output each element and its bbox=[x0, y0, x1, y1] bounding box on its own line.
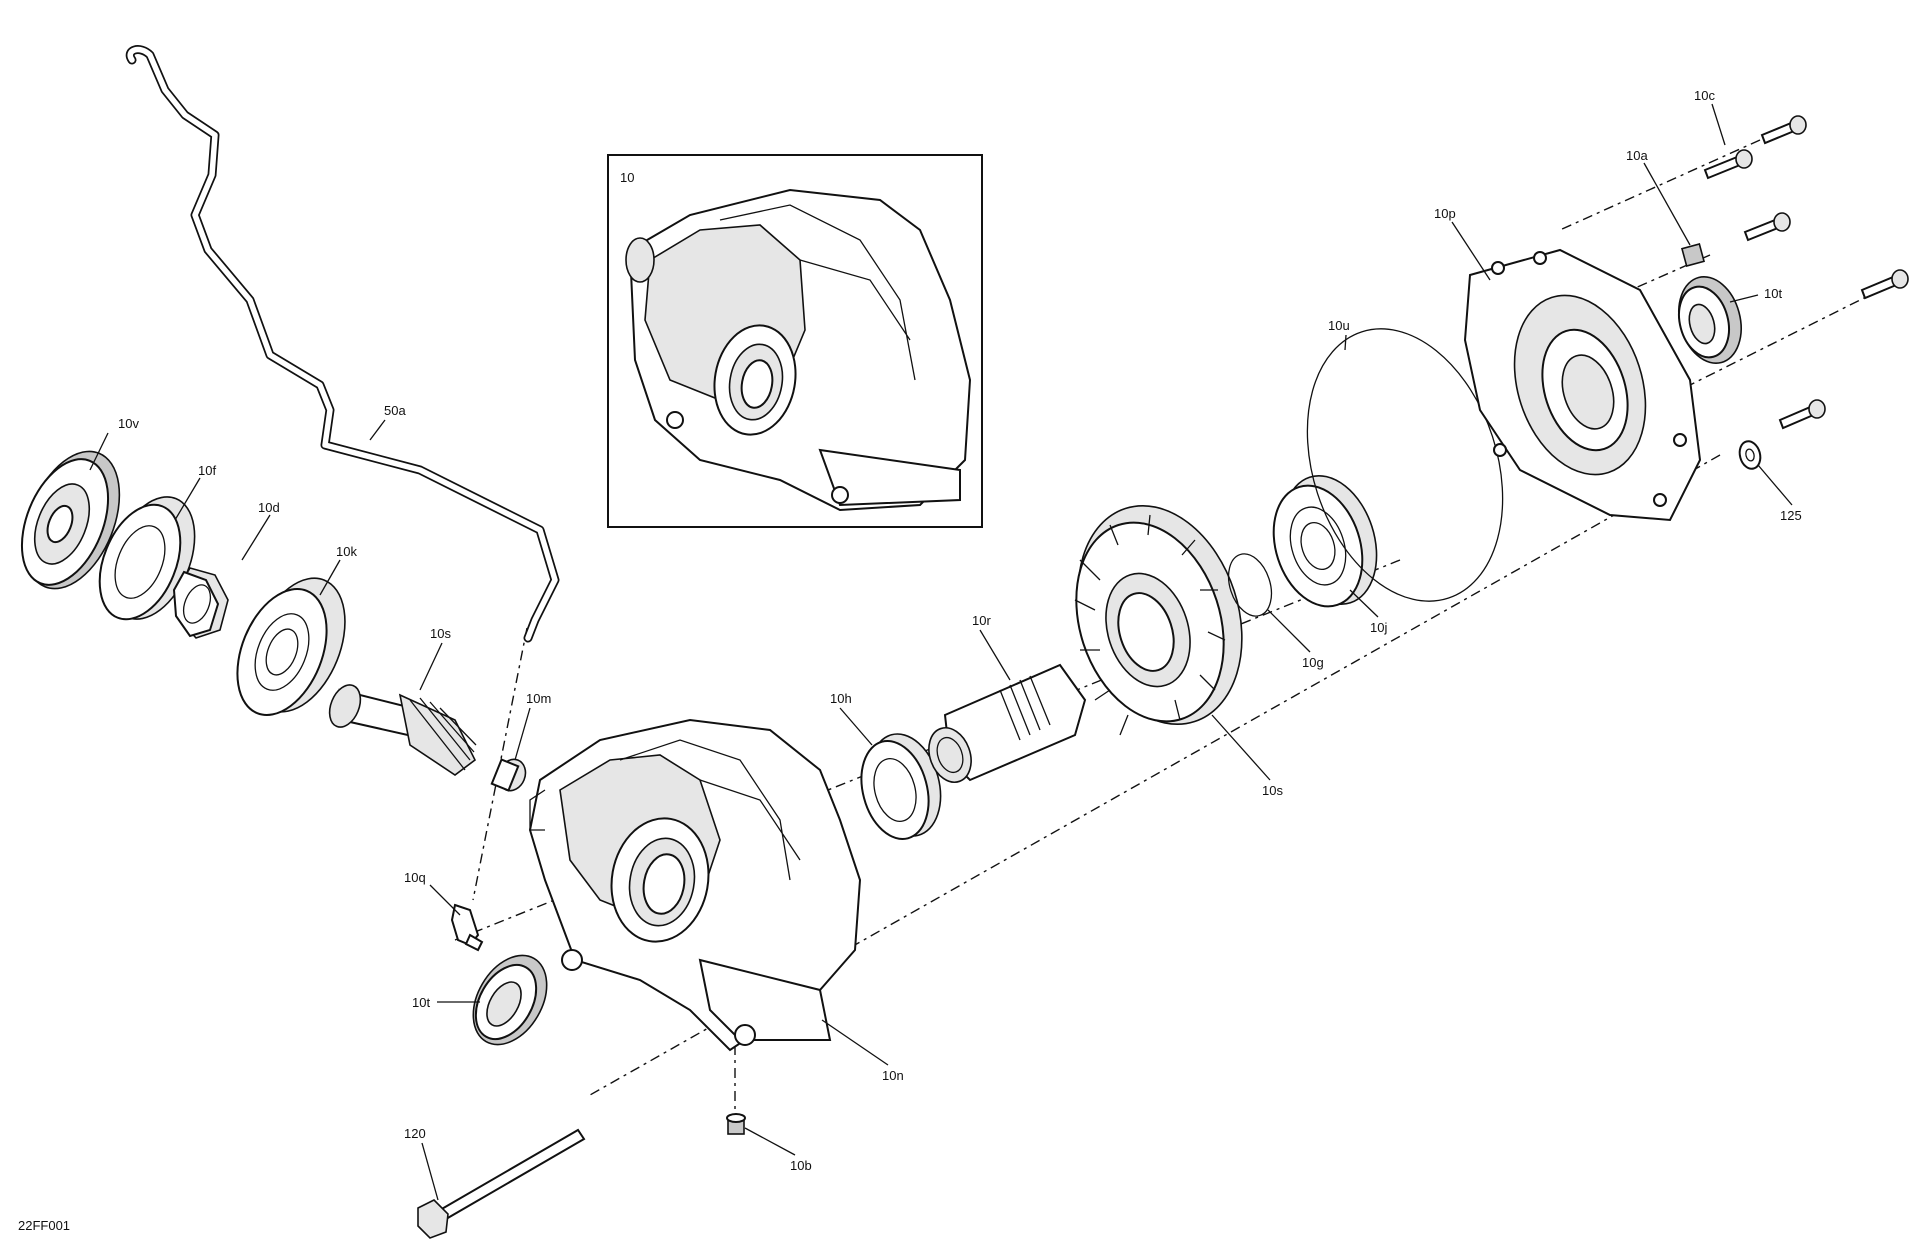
callout-10a: 10a bbox=[1626, 148, 1648, 163]
callout-125: 125 bbox=[1780, 508, 1802, 523]
callout-labels: 10c 10a 10p 10t 10u 125 10j 10g 10s 10r … bbox=[118, 88, 1802, 1173]
bolt-axis-top bbox=[1559, 139, 1761, 231]
callout-10v: 10v bbox=[118, 416, 139, 431]
bearing-10h bbox=[860, 733, 942, 841]
bolt-axis-right bbox=[1639, 279, 1901, 411]
callout-10t-top: 10t bbox=[1764, 286, 1782, 301]
callout-10u: 10u bbox=[1328, 318, 1350, 333]
inset-label: 10 bbox=[620, 170, 634, 185]
pinion-gear-10s bbox=[328, 684, 477, 776]
castle-nut-10f bbox=[98, 496, 196, 621]
callout-10h: 10h bbox=[830, 691, 852, 706]
washer-125 bbox=[1738, 440, 1762, 470]
spline-shaft-10r bbox=[928, 663, 1087, 783]
callout-10j: 10j bbox=[1370, 620, 1387, 635]
callout-50a: 50a bbox=[384, 403, 406, 418]
long-bolt-120 bbox=[417, 1128, 586, 1239]
main-housing-10n bbox=[528, 718, 862, 1052]
cover-10p bbox=[1463, 248, 1702, 522]
vent-hose bbox=[125, 45, 560, 643]
main-axis-line bbox=[454, 559, 1401, 941]
inset-panel: 10 bbox=[607, 154, 983, 528]
callout-10s-pinion: 10s bbox=[430, 626, 451, 641]
callout-120: 120 bbox=[404, 1126, 426, 1141]
bearing-10k bbox=[236, 577, 346, 717]
bearing-10j bbox=[1272, 474, 1378, 608]
seal-cap-10v bbox=[20, 450, 121, 590]
callout-10s-gear: 10s bbox=[1262, 783, 1283, 798]
o-ring-10u bbox=[1306, 328, 1504, 602]
callout-10p: 10p bbox=[1434, 206, 1456, 221]
callout-10g: 10g bbox=[1302, 655, 1324, 670]
diagram-code: 22FF001 bbox=[18, 1218, 70, 1233]
bevel-ring-gear-10s bbox=[1074, 504, 1243, 736]
seal-10t-top bbox=[1678, 275, 1742, 365]
callout-10b: 10b bbox=[790, 1158, 812, 1173]
callout-10f: 10f bbox=[198, 463, 216, 478]
callout-10q: 10q bbox=[404, 870, 426, 885]
bolts-10c bbox=[1703, 115, 1909, 430]
elbow-fitting-10q bbox=[450, 903, 484, 952]
callout-10c: 10c bbox=[1694, 88, 1715, 103]
plug-10a bbox=[1680, 242, 1706, 268]
snap-ring-10g bbox=[1227, 553, 1273, 617]
hex-nut-10d bbox=[172, 567, 229, 639]
drain-plug-10b bbox=[726, 1113, 746, 1135]
inset-housing-assembly bbox=[625, 188, 972, 512]
callout-10r: 10r bbox=[972, 613, 991, 628]
leader-lines bbox=[89, 103, 1793, 1201]
callout-10m: 10m bbox=[526, 691, 551, 706]
callout-10n: 10n bbox=[882, 1068, 904, 1083]
seal-10t-bottom bbox=[472, 954, 548, 1046]
callout-10d: 10d bbox=[258, 500, 280, 515]
callout-10t-bottom: 10t bbox=[412, 995, 430, 1010]
bushing-10m bbox=[490, 758, 527, 792]
callout-10k: 10k bbox=[336, 544, 357, 559]
